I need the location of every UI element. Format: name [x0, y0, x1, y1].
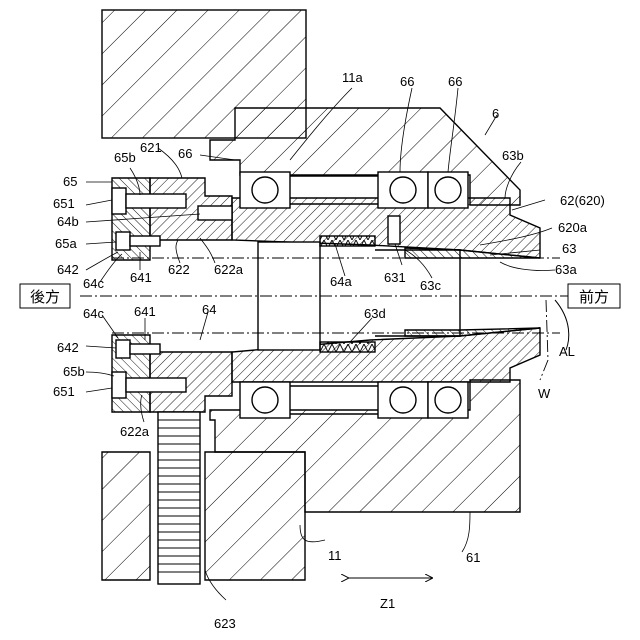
label-66-top-a: 66	[400, 74, 414, 89]
thread-64a	[320, 236, 375, 246]
label-620a: 620a	[558, 220, 588, 235]
label-642-bot: 642	[57, 340, 79, 355]
label-11a: 11a	[342, 70, 363, 85]
label-621: 621	[140, 140, 162, 155]
label-6: 6	[492, 106, 499, 121]
label-66-top-b: 66	[448, 74, 462, 89]
label-Z1: Z1	[380, 596, 395, 611]
label-AL: AL	[559, 344, 575, 359]
label-63d: 63d	[364, 306, 386, 321]
label-622: 622	[168, 262, 190, 277]
label-64c-top: 64c	[83, 276, 104, 291]
bolt-651-upper	[112, 188, 126, 214]
label-64a: 64a	[330, 274, 352, 289]
label-63a: 63a	[555, 262, 577, 277]
label-631: 631	[384, 270, 406, 285]
label-641-top: 641	[130, 270, 152, 285]
bolt-651-lower	[112, 372, 126, 398]
key-64b	[198, 206, 232, 220]
label-651-bot: 651	[53, 384, 75, 399]
screw-642-lower	[116, 340, 130, 358]
thread-63d	[320, 342, 375, 352]
label-62: 62(620)	[560, 193, 605, 208]
label-63b: 63b	[502, 148, 524, 163]
screw-642-upper	[116, 232, 130, 250]
label-W: W	[538, 386, 551, 401]
label-64: 64	[202, 302, 216, 317]
label-641-bot: 641	[134, 304, 156, 319]
rear-direction-label: 後方	[30, 288, 60, 306]
front-direction-label: 前方	[579, 288, 609, 306]
label-622a-bot: 622a	[120, 424, 150, 439]
frame-lower	[102, 452, 150, 580]
pin-631	[388, 216, 400, 244]
label-642-top: 642	[57, 262, 79, 277]
label-61: 61	[466, 550, 480, 565]
label-63c: 63c	[420, 278, 441, 293]
label-65: 65	[63, 174, 77, 189]
belt-623	[158, 412, 200, 584]
label-64b: 64b	[57, 214, 79, 229]
label-64c-bot: 64c	[83, 306, 104, 321]
label-623: 623	[214, 616, 236, 631]
label-63: 63	[562, 241, 576, 256]
label-622a-top: 622a	[214, 262, 244, 277]
label-11: 11	[328, 548, 342, 563]
label-65b-bot: 65b	[63, 364, 85, 379]
label-65b-top: 65b	[114, 150, 136, 165]
label-651-top: 651	[53, 196, 75, 211]
work-line-W	[540, 300, 548, 380]
label-66-left: 66	[178, 146, 192, 161]
label-65a: 65a	[55, 236, 77, 251]
